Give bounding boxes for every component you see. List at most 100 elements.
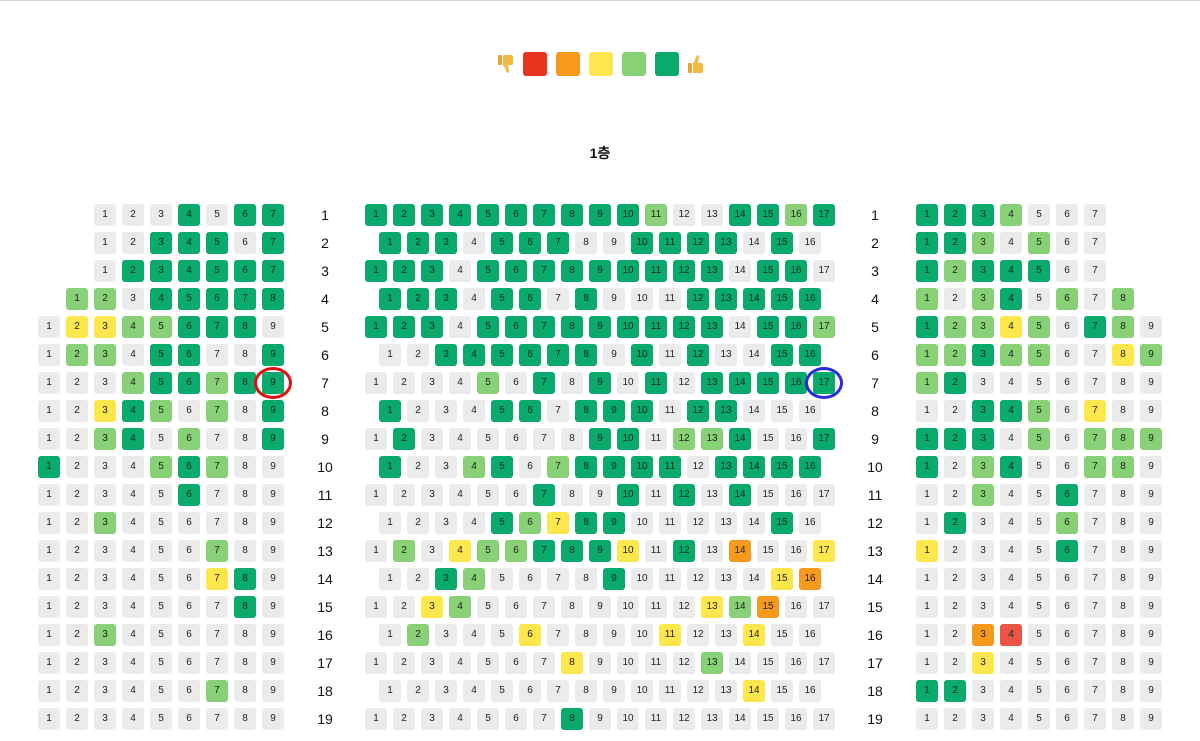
seat-left-r14-s7[interactable]: 7	[206, 568, 228, 590]
seat-center-r7-s7[interactable]: 7	[533, 372, 555, 394]
seat-right-r8-s1[interactable]: 1	[916, 400, 938, 422]
seat-center-r16-s1[interactable]: 1	[379, 624, 401, 646]
seat-center-r17-s1[interactable]: 1	[365, 652, 387, 674]
seat-right-r6-s3[interactable]: 3	[972, 344, 994, 366]
seat-right-r5-s8[interactable]: 8	[1112, 316, 1134, 338]
seat-right-r7-s6[interactable]: 6	[1056, 372, 1078, 394]
seat-center-r18-s13[interactable]: 13	[715, 680, 737, 702]
seat-left-r2-s5[interactable]: 5	[206, 232, 228, 254]
seat-left-r10-s5[interactable]: 5	[150, 456, 172, 478]
seat-right-r8-s4[interactable]: 4	[1000, 400, 1022, 422]
seat-left-r10-s4[interactable]: 4	[122, 456, 144, 478]
seat-center-r6-s11[interactable]: 11	[659, 344, 681, 366]
seat-center-r15-s9[interactable]: 9	[589, 596, 611, 618]
seat-center-r2-s1[interactable]: 1	[379, 232, 401, 254]
seat-right-r16-s8[interactable]: 8	[1112, 624, 1134, 646]
seat-right-r5-s7[interactable]: 7	[1084, 316, 1106, 338]
seat-right-r8-s7[interactable]: 7	[1084, 400, 1106, 422]
seat-left-r8-s4[interactable]: 4	[122, 400, 144, 422]
seat-left-r19-s7[interactable]: 7	[206, 708, 228, 730]
seat-center-r4-s2[interactable]: 2	[407, 288, 429, 310]
seat-center-r11-s13[interactable]: 13	[701, 484, 723, 506]
seat-right-r13-s2[interactable]: 2	[944, 540, 966, 562]
seat-right-r7-s8[interactable]: 8	[1112, 372, 1134, 394]
seat-left-r1-s4[interactable]: 4	[178, 204, 200, 226]
seat-right-r16-s9[interactable]: 9	[1140, 624, 1162, 646]
seat-center-r16-s5[interactable]: 5	[491, 624, 513, 646]
seat-right-r15-s7[interactable]: 7	[1084, 596, 1106, 618]
seat-center-r9-s12[interactable]: 12	[673, 428, 695, 450]
seat-right-r6-s8[interactable]: 8	[1112, 344, 1134, 366]
seat-center-r10-s8[interactable]: 8	[575, 456, 597, 478]
seat-center-r7-s4[interactable]: 4	[449, 372, 471, 394]
seat-center-r16-s2[interactable]: 2	[407, 624, 429, 646]
seat-right-r1-s3[interactable]: 3	[972, 204, 994, 226]
seat-center-r2-s13[interactable]: 13	[715, 232, 737, 254]
seat-right-r12-s1[interactable]: 1	[916, 512, 938, 534]
seat-right-r9-s4[interactable]: 4	[1000, 428, 1022, 450]
seat-center-r17-s16[interactable]: 16	[785, 652, 807, 674]
seat-center-r14-s12[interactable]: 12	[687, 568, 709, 590]
seat-center-r10-s3[interactable]: 3	[435, 456, 457, 478]
seat-center-r6-s6[interactable]: 6	[519, 344, 541, 366]
seat-center-r16-s7[interactable]: 7	[547, 624, 569, 646]
seat-right-r4-s8[interactable]: 8	[1112, 288, 1134, 310]
seat-left-r19-s4[interactable]: 4	[122, 708, 144, 730]
seat-center-r3-s6[interactable]: 6	[505, 260, 527, 282]
seat-left-r4-s1[interactable]: 1	[66, 288, 88, 310]
seat-center-r15-s10[interactable]: 10	[617, 596, 639, 618]
seat-right-r19-s2[interactable]: 2	[944, 708, 966, 730]
seat-left-r12-s9[interactable]: 9	[262, 512, 284, 534]
seat-center-r13-s16[interactable]: 16	[785, 540, 807, 562]
seat-center-r16-s4[interactable]: 4	[463, 624, 485, 646]
seat-right-r15-s9[interactable]: 9	[1140, 596, 1162, 618]
seat-right-r10-s1[interactable]: 1	[916, 456, 938, 478]
seat-center-r5-s11[interactable]: 11	[645, 316, 667, 338]
seat-center-r14-s5[interactable]: 5	[491, 568, 513, 590]
seat-left-r10-s9[interactable]: 9	[262, 456, 284, 478]
seat-left-r4-s4[interactable]: 4	[150, 288, 172, 310]
seat-center-r19-s7[interactable]: 7	[533, 708, 555, 730]
seat-center-r15-s7[interactable]: 7	[533, 596, 555, 618]
seat-center-r5-s13[interactable]: 13	[701, 316, 723, 338]
seat-center-r1-s5[interactable]: 5	[477, 204, 499, 226]
seat-right-r8-s9[interactable]: 9	[1140, 400, 1162, 422]
seat-right-r1-s4[interactable]: 4	[1000, 204, 1022, 226]
seat-center-r14-s4[interactable]: 4	[463, 568, 485, 590]
seat-right-r18-s1[interactable]: 1	[916, 680, 938, 702]
seat-center-r4-s9[interactable]: 9	[603, 288, 625, 310]
seat-right-r13-s3[interactable]: 3	[972, 540, 994, 562]
seat-left-r11-s5[interactable]: 5	[150, 484, 172, 506]
seat-center-r11-s6[interactable]: 6	[505, 484, 527, 506]
seat-right-r15-s5[interactable]: 5	[1028, 596, 1050, 618]
seat-center-r4-s4[interactable]: 4	[463, 288, 485, 310]
seat-center-r8-s5[interactable]: 5	[491, 400, 513, 422]
seat-center-r13-s17[interactable]: 17	[813, 540, 835, 562]
seat-right-r13-s7[interactable]: 7	[1084, 540, 1106, 562]
seat-right-r3-s3[interactable]: 3	[972, 260, 994, 282]
seat-center-r3-s9[interactable]: 9	[589, 260, 611, 282]
seat-right-r14-s4[interactable]: 4	[1000, 568, 1022, 590]
seat-left-r16-s3[interactable]: 3	[94, 624, 116, 646]
seat-right-r7-s9[interactable]: 9	[1140, 372, 1162, 394]
seat-center-r11-s16[interactable]: 16	[785, 484, 807, 506]
seat-left-r18-s6[interactable]: 6	[178, 680, 200, 702]
seat-right-r17-s5[interactable]: 5	[1028, 652, 1050, 674]
seat-center-r7-s16[interactable]: 16	[785, 372, 807, 394]
seat-right-r3-s4[interactable]: 4	[1000, 260, 1022, 282]
seat-right-r7-s3[interactable]: 3	[972, 372, 994, 394]
seat-left-r16-s1[interactable]: 1	[38, 624, 60, 646]
seat-center-r15-s17[interactable]: 17	[813, 596, 835, 618]
seat-left-r9-s1[interactable]: 1	[38, 428, 60, 450]
seat-center-r18-s14[interactable]: 14	[743, 680, 765, 702]
seat-center-r2-s5[interactable]: 5	[491, 232, 513, 254]
seat-center-r19-s2[interactable]: 2	[393, 708, 415, 730]
seat-left-r5-s1[interactable]: 1	[38, 316, 60, 338]
seat-center-r5-s14[interactable]: 14	[729, 316, 751, 338]
seat-left-r15-s1[interactable]: 1	[38, 596, 60, 618]
seat-center-r16-s11[interactable]: 11	[659, 624, 681, 646]
seat-left-r17-s3[interactable]: 3	[94, 652, 116, 674]
seat-center-r17-s17[interactable]: 17	[813, 652, 835, 674]
seat-center-r12-s16[interactable]: 16	[799, 512, 821, 534]
seat-center-r1-s3[interactable]: 3	[421, 204, 443, 226]
